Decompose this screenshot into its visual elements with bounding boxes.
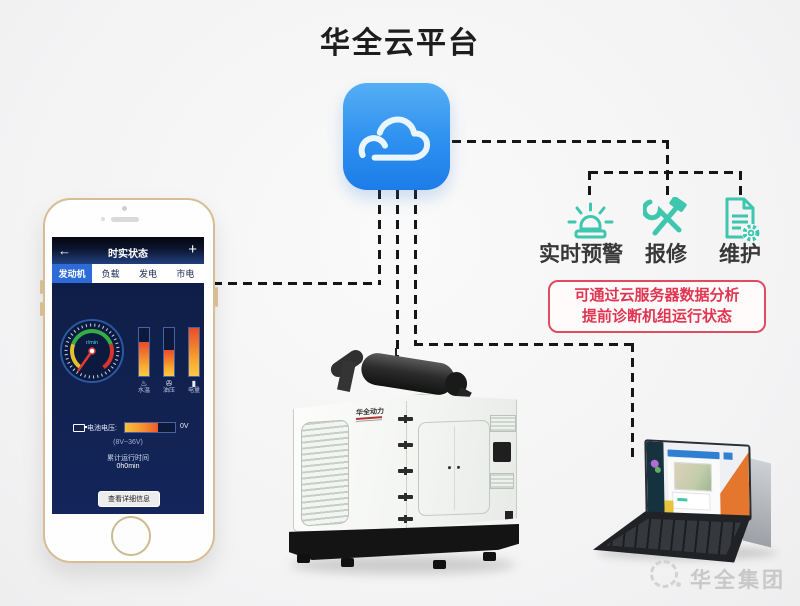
battery-voltage-row: 电池电压: 0V [52, 421, 204, 435]
battery-voltage-bar [124, 422, 176, 433]
vent-grille-bottom [490, 473, 514, 489]
hinge [398, 467, 413, 475]
app-tabbar: 发动机 负载 发电 市电 [52, 264, 204, 283]
connector-stub-repair [666, 171, 669, 195]
runtime-value: 0h0min [116, 463, 140, 470]
connector-cloud-to-generator [396, 190, 399, 362]
tab-engine[interactable]: 发动机 [52, 264, 92, 283]
connector-cloud-to-phone-horizontal [213, 282, 381, 285]
muffler [359, 350, 457, 398]
connector-features-branch [589, 171, 742, 174]
leaf-image [654, 466, 661, 474]
runtime-label: 累计运行时间 [107, 455, 149, 462]
note-line-2: 提前诊断机组运行状态 [581, 308, 732, 325]
connector-stub-maintenance [739, 171, 742, 195]
control-box [493, 442, 511, 462]
outlet-box [505, 511, 513, 522]
cloud-analysis-note: 可通过云服务器数据分析 提前诊断机组运行状态 [548, 280, 766, 333]
footer-logo-dot [676, 582, 681, 587]
maintenance-doc-gear-icon [721, 195, 763, 243]
phone-power-button [215, 287, 218, 307]
water-temp-caption: ♨ 水温 [131, 380, 157, 395]
battery-voltage-icon [73, 424, 87, 432]
view-details-button[interactable]: 查看详细信息 [98, 491, 160, 507]
page-title: 华全云平台 [320, 27, 480, 60]
skid-foot [433, 560, 446, 569]
oil-pressure-icon: ✇ [165, 379, 173, 388]
generator-set: 华全动力 [283, 347, 523, 583]
battery-level-bar [188, 327, 200, 377]
skid-foot [341, 558, 354, 567]
cloud-glyph-icon [358, 116, 430, 161]
cloud-platform-icon [343, 83, 450, 190]
generator-louver-panel [301, 419, 349, 527]
laptop-screen-content [646, 441, 750, 519]
webpage-side-strip [646, 441, 665, 515]
phone-speaker [111, 217, 139, 222]
add-icon[interactable]: + [188, 241, 197, 258]
phone-camera [122, 206, 127, 211]
app-header: ← 时实状态 + [52, 237, 204, 264]
hinge [398, 415, 413, 423]
note-line-1: 可通过云服务器数据分析 [574, 287, 740, 304]
connector-cloud-to-features [452, 140, 669, 143]
hinge [398, 441, 413, 449]
keyboard-keys [606, 518, 741, 555]
battery-icon: ▮ [191, 379, 197, 388]
oil-pressure-caption: ✇ 油压 [156, 380, 182, 395]
generator-doors [418, 419, 490, 517]
smartphone: ← 时实状态 + 发动机 负载 发电 市电 [40, 198, 218, 563]
water-temp-bar [138, 327, 150, 377]
alarm-icon [566, 197, 614, 241]
battery-level-caption: ▮ 电量 [181, 380, 204, 395]
phone-sensor [101, 217, 105, 221]
feature-label-repair: 报修 [645, 243, 687, 266]
water-temp-icon: ♨ [140, 379, 148, 388]
phone-home-button[interactable] [111, 516, 151, 556]
gauge-unit: r/min [86, 340, 98, 346]
tab-mains[interactable]: 市电 [176, 269, 195, 279]
hinge [398, 493, 413, 501]
battery-voltage-value: 0V [180, 423, 189, 430]
connector-cloud-to-laptop-vertical2 [631, 343, 634, 458]
battery-voltage-label: 电池电压: [87, 425, 117, 432]
connector-features-drop [666, 140, 669, 174]
webpage-header-button [723, 452, 733, 460]
connector-stub-alarm [588, 171, 591, 195]
oil-pressure-bar [163, 327, 175, 377]
connector-cloud-to-laptop-horizontal [414, 343, 634, 346]
connector-cloud-to-laptop-vertical1 [414, 190, 417, 346]
back-arrow-icon[interactable]: ← [58, 243, 71, 258]
rpm-gauge: r/min [59, 318, 125, 384]
feature-label-alarm: 实时预警 [539, 243, 623, 266]
phone-screen: ← 时实状态 + 发动机 负载 发电 市电 [52, 237, 204, 514]
laptop [593, 438, 798, 570]
webpage-card [672, 491, 711, 511]
footer-brand: 华全集团 [690, 569, 786, 592]
laptop-screen [644, 439, 752, 521]
generator-brand: 华全动力 [356, 408, 384, 422]
enclosure-seam [406, 401, 407, 532]
connector-cloud-to-phone-vertical [378, 190, 381, 284]
skid-foot [483, 552, 496, 561]
tab-generation[interactable]: 发电 [138, 269, 157, 279]
footer-logo-icon [650, 560, 678, 588]
phone-volume-down-button [40, 302, 43, 316]
hinge [398, 515, 413, 523]
webpage-photo [673, 461, 713, 492]
phone-volume-up-button [40, 280, 43, 294]
app-title: 时实状态 [108, 249, 148, 260]
battery-voltage-range: (8V~36V) [113, 439, 143, 446]
skid-foot [297, 554, 310, 563]
feature-label-maintenance: 维护 [719, 243, 761, 266]
tab-load[interactable]: 负载 [101, 269, 120, 279]
vent-grille-top [490, 415, 516, 432]
generator-enclosure: 华全动力 [293, 394, 517, 532]
repair-tools-icon [643, 197, 691, 241]
